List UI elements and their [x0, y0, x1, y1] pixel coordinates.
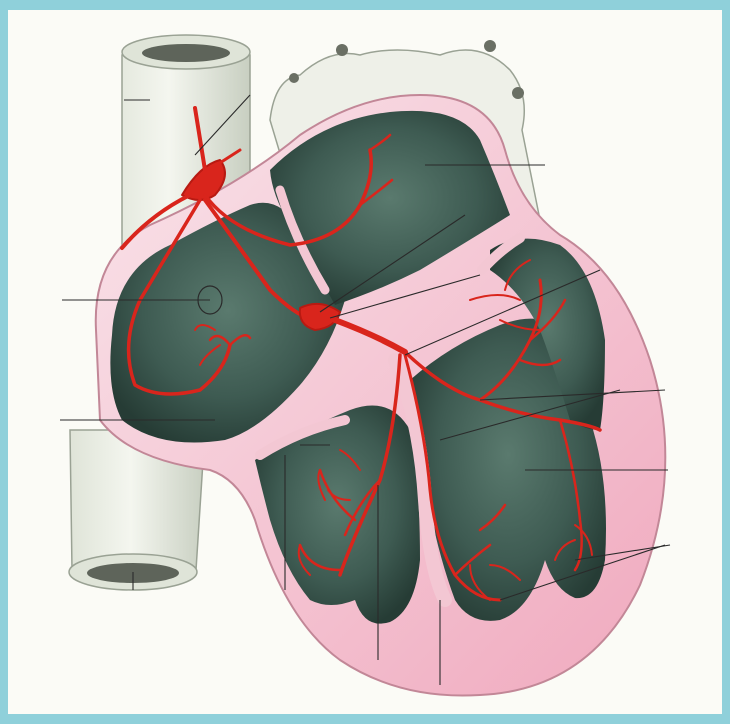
heart-diagram [0, 0, 730, 724]
illustration-frame [0, 0, 730, 724]
